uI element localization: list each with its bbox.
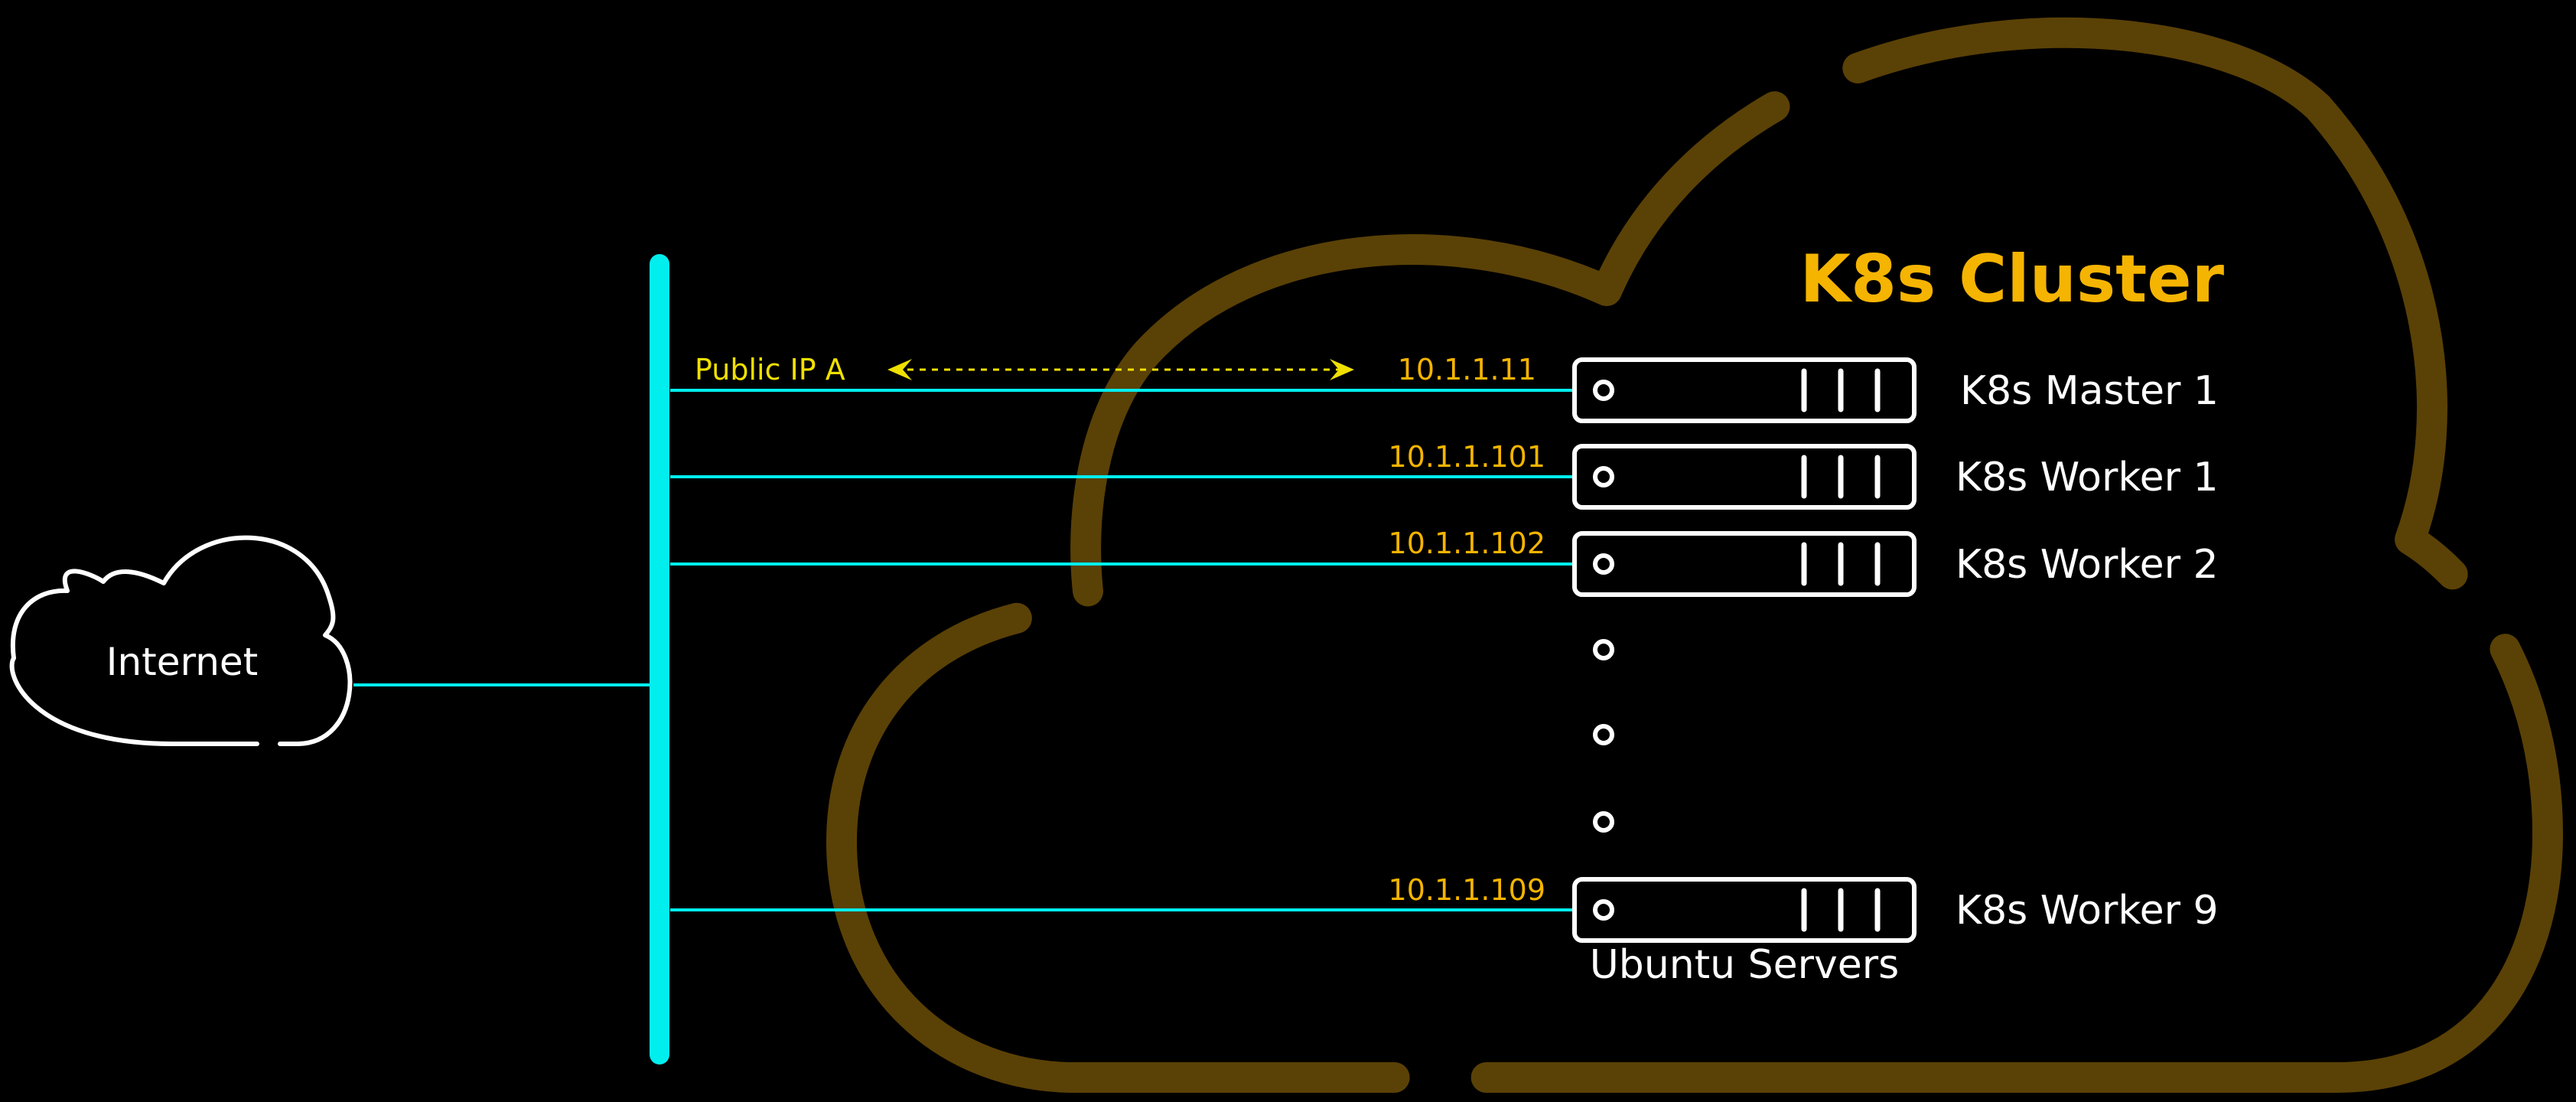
server-ip: 10.1.1.109 xyxy=(1389,873,1545,907)
public-ip-label: Public IP A xyxy=(695,353,845,386)
server-icon xyxy=(1572,357,1917,423)
server-icon xyxy=(1572,877,1917,943)
cluster-title: K8s Cluster xyxy=(1800,241,2225,318)
internet-label: Internet xyxy=(106,640,259,684)
cluster-cloud-icon xyxy=(826,17,2563,1094)
server-ip: 10.1.1.11 xyxy=(1398,353,1536,386)
server-name: K8s Worker 1 xyxy=(1956,455,2219,500)
server-name: K8s Master 1 xyxy=(1960,368,2219,414)
ellipsis-dot-icon xyxy=(1593,724,1614,745)
ellipsis-dot-icon xyxy=(1593,639,1614,660)
server-ip: 10.1.1.101 xyxy=(1389,440,1545,474)
arrow-right-icon xyxy=(1330,359,1354,380)
ellipsis-dot-icon xyxy=(1593,811,1614,833)
server-icon xyxy=(1572,531,1917,597)
arrow-left-icon xyxy=(887,359,912,380)
server-ip: 10.1.1.102 xyxy=(1389,527,1545,560)
internet-cloud-icon xyxy=(9,535,353,746)
server-icon xyxy=(1572,444,1917,510)
servers-caption: Ubuntu Servers xyxy=(1590,942,1899,988)
server-name: K8s Worker 2 xyxy=(1956,542,2219,588)
server-name: K8s Worker 9 xyxy=(1956,888,2219,934)
